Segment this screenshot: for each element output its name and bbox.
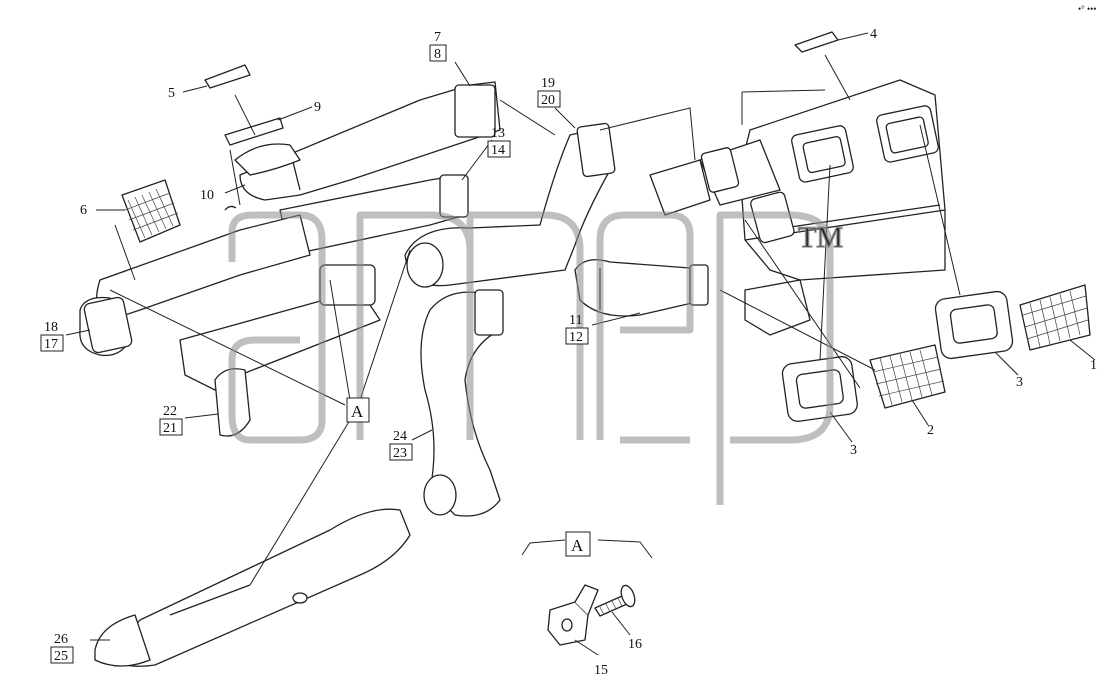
callout-3-lower: 3 [850,443,857,458]
callout-13: 13 [491,126,505,141]
callout-17: 17 [44,337,58,352]
clip-15 [547,584,599,646]
duct-bottom-long [94,508,411,667]
screw-16 [594,584,636,617]
callout-11: 11 [569,313,582,328]
section-marker-a-main: A [346,397,370,423]
callout-16: 16 [628,637,642,652]
callout-25: 25 [54,649,68,664]
watermark: TM [228,211,844,505]
frame-3-lower [781,356,858,422]
callout-6: 6 [80,203,87,218]
callout-labels: 1 2 3 3 4 5 6 7 8 9 10 11 12 13 14 15 16… [40,27,1097,678]
grille-2 [869,344,946,409]
callout-8: 8 [434,47,441,62]
callout-18: 18 [44,320,58,335]
callout-7: 7 [434,30,441,45]
section-marker-a-label: A [351,402,364,421]
grille-1 [1019,284,1091,351]
callout-24: 24 [393,429,407,444]
vent-cover-5 [204,64,251,89]
duct-center-right [574,259,709,317]
duct-center-long [404,122,616,288]
dashboard-panel [649,79,946,336]
watermark-tm: TM [798,221,843,254]
callout-21: 21 [163,421,177,436]
callout-23: 23 [393,446,407,461]
frame-3-upper [934,290,1014,360]
grille-6 [121,179,181,243]
callout-4: 4 [870,27,877,42]
callout-10: 10 [200,188,214,203]
section-marker-a-detail-label: A [571,536,584,555]
callout-15: 15 [594,663,608,678]
callout-19: 19 [541,76,555,91]
corner-mark: •° ••• [1078,4,1096,14]
callout-2: 2 [927,423,934,438]
vent-cover-4 [794,31,839,53]
callout-20: 20 [541,93,555,108]
callout-26: 26 [54,632,68,647]
callout-12: 12 [569,330,583,345]
detail-a-bracket [521,539,653,559]
callout-9: 9 [314,100,321,115]
callout-5: 5 [168,86,175,101]
vent-10 [224,143,301,211]
section-marker-a-detail: A [565,531,591,557]
callout-1: 1 [1090,358,1097,373]
duct-downpipe [420,289,504,517]
vent-cover-9 [224,117,284,146]
leader-lines [65,32,1096,656]
callout-22: 22 [163,404,177,419]
callout-14: 14 [491,143,505,158]
callout-3-upper: 3 [1016,375,1023,390]
